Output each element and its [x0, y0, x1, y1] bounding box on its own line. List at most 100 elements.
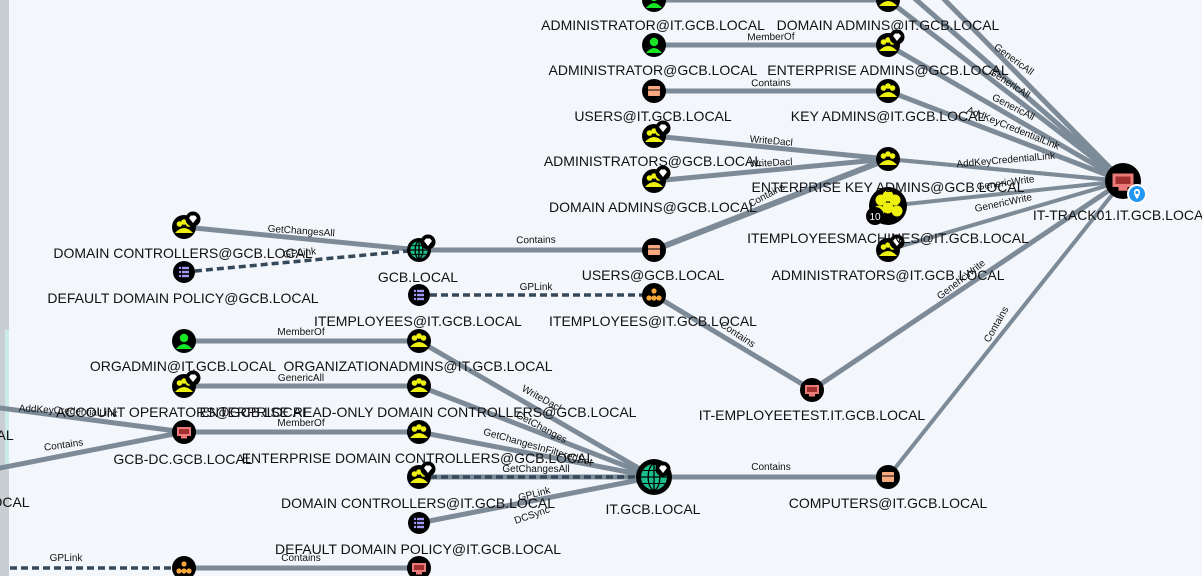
- edge-line[interactable]: [935, 0, 1126, 184]
- node-label: ENTERPRISE DOMAIN CONTROLLERS@GCB.LOCAL: [242, 450, 595, 466]
- edge-line[interactable]: [809, 178, 1126, 393]
- edge-line[interactable]: [416, 338, 657, 480]
- edge-line[interactable]: [0, 405, 187, 435]
- group-icon: [407, 420, 431, 444]
- edge-label: AddKeyCredentialLink: [18, 403, 118, 419]
- edge-line[interactable]: [905, 0, 1126, 184]
- edge-line[interactable]: [0, 429, 187, 471]
- node-bottom_ou[interactable]: [172, 556, 196, 576]
- ou-icon: [172, 556, 196, 576]
- edge-label: MemberOf: [747, 32, 795, 44]
- edge-line[interactable]: [651, 156, 891, 184]
- node-itemp_gpo[interactable]: [408, 284, 430, 306]
- node-gcbdc[interactable]: [172, 420, 196, 444]
- node-admins_itgcb[interactable]: [876, 234, 905, 263]
- group-icon: [407, 374, 431, 398]
- node-ittrack01[interactable]: [1105, 163, 1147, 204]
- group-icon: [876, 147, 900, 171]
- edge-label: GetChangesAll: [267, 224, 335, 240]
- edge-line[interactable]: [886, 179, 1125, 252]
- node-computers_itgcb[interactable]: [876, 465, 900, 489]
- node-label: ADMINISTRATORS@GCB.LOCAL: [544, 153, 762, 169]
- node-adm_itgcb[interactable]: [642, 0, 666, 12]
- edge-label: Contains: [751, 462, 790, 473]
- edge-label: AddKeyCredentialLink: [956, 151, 1057, 171]
- edge-line[interactable]: [885, 42, 1126, 184]
- node-label: DOMAIN CONTROLLERS@IT.GCB.LOCAL: [281, 495, 555, 511]
- node-label: ADMINISTRATOR@GCB.LOCAL: [549, 62, 758, 78]
- node-label: DEFAULT DOMAIN POLICY@IT.GCB.LOCAL: [275, 541, 561, 557]
- edge-line[interactable]: [416, 429, 657, 480]
- edge-label: GPLink: [520, 282, 554, 293]
- node-users_itgcb[interactable]: [642, 79, 666, 103]
- node-defpolicy_gcb[interactable]: [173, 261, 195, 283]
- node-entkeyadmins[interactable]: [876, 147, 900, 171]
- edge-line[interactable]: [416, 383, 657, 480]
- node-itemp_ou[interactable]: [642, 283, 666, 307]
- cluster-count: 10: [869, 212, 881, 223]
- node-domctrl_itgcb[interactable]: [407, 461, 436, 490]
- edge-line[interactable]: [886, 89, 1125, 183]
- edge-line[interactable]: [651, 292, 815, 393]
- edge-line[interactable]: [651, 156, 891, 253]
- node-admins_gcb[interactable]: [642, 120, 671, 149]
- node-itempmachines[interactable]: 10: [866, 187, 907, 225]
- node-label: ITEMPLOYEES@IT.GCB.LOCAL: [314, 313, 522, 329]
- edge-line[interactable]: [416, 474, 657, 526]
- left-panel-edge: [0, 0, 9, 576]
- node-label: COMPUTERS@IT.GCB.LOCAL: [789, 495, 988, 511]
- node-keyadmins[interactable]: [876, 79, 900, 103]
- edge-label: Contains: [516, 235, 556, 247]
- node-bottom_comp[interactable]: [407, 556, 431, 576]
- group-cluster-icon: 10: [866, 187, 907, 225]
- container-icon: [876, 465, 900, 489]
- group-icon: [876, 0, 900, 12]
- node-users_gcb[interactable]: [642, 238, 666, 262]
- gpo-icon: [408, 284, 430, 306]
- computer-icon: [407, 556, 431, 576]
- node-entadmins[interactable]: [876, 29, 905, 58]
- edge-label: GenericAll: [278, 373, 324, 384]
- edge-line[interactable]: [181, 224, 422, 253]
- node-acctops[interactable]: [172, 370, 201, 399]
- node-adm_gcb[interactable]: [642, 33, 666, 57]
- node-label: ENTERPRISE ADMINS@GCB.LOCAL: [767, 62, 1009, 78]
- node-gcb_local[interactable]: [407, 234, 436, 263]
- group-icon: [642, 124, 666, 148]
- group-icon: [407, 329, 431, 353]
- node-domctrl_gcb[interactable]: [172, 211, 201, 240]
- node-label: ITEMPLOYEES@IT.GCB.LOCAL: [549, 313, 757, 329]
- edge-line[interactable]: [886, 157, 1125, 183]
- node-label: ENTERPRISE READ-ONLY DOMAIN CONTROLLERS@…: [200, 404, 637, 420]
- gpo-icon: [408, 512, 430, 534]
- container-icon: [642, 238, 666, 262]
- edge-line[interactable]: [885, 0, 1126, 184]
- gplink-edge[interactable]: [183, 248, 420, 274]
- node-ittest[interactable]: [800, 378, 824, 402]
- node-label: CAL: [0, 427, 14, 443]
- node-label: GCB.LOCAL: [378, 269, 458, 285]
- node-defpolicy_itgcb[interactable]: [408, 512, 430, 534]
- user-icon: [172, 329, 196, 353]
- node-label: ACCOUNT OPERATORS@GCB.LOCAL: [56, 404, 310, 420]
- edge-line[interactable]: [651, 133, 891, 162]
- node-orgadmin[interactable]: [172, 329, 196, 353]
- node-itgcb_local[interactable]: [636, 459, 672, 495]
- edge-label: GPLink: [283, 246, 318, 260]
- node-domadmins_itgcb_top[interactable]: [876, 0, 905, 12]
- group-icon: [876, 79, 900, 103]
- node-label: ENTERPRISE KEY ADMINS@GCB.LOCAL: [751, 179, 1024, 195]
- node-entrodc[interactable]: [407, 374, 431, 398]
- node-label: DOMAIN CONTROLLERS@GCB.LOCAL: [53, 245, 312, 261]
- user-icon: [642, 0, 666, 12]
- edge-line[interactable]: [886, 179, 1125, 208]
- edge-line[interactable]: [886, 179, 1125, 479]
- node-entdc[interactable]: [407, 420, 431, 444]
- node-label: ORGADMIN@IT.GCB.LOCAL: [90, 358, 276, 374]
- computer-icon: [172, 420, 196, 444]
- edge-label: MemberOf: [277, 327, 324, 338]
- node-domadmins_gcb[interactable]: [642, 165, 671, 194]
- node-orgadmins[interactable]: [407, 329, 431, 353]
